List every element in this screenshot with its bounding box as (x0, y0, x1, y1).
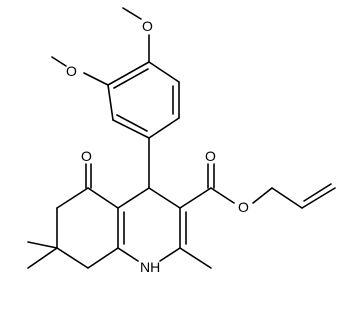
bond-me-o-left (51, 56, 67, 67)
bond-c5-c6 (56, 187, 89, 209)
bond-ch-ch2-inner (303, 183, 332, 202)
bond-ar-3 (148, 117, 180, 139)
bond-o-ch2 (252, 187, 273, 204)
bond-c7-me1 (27, 241, 58, 249)
bond-ccarb-o-single (210, 187, 235, 204)
bond-ar-5 (107, 84, 114, 121)
bond-c3-ccarb (179, 187, 212, 209)
atom-o-ester-carbonyl: O (205, 148, 216, 164)
bond-ar-4 (112, 119, 150, 139)
bond-ch2-ch (271, 187, 303, 209)
bond-c4-c3 (148, 187, 181, 209)
atom-o-ester-single: O (238, 199, 249, 215)
bond-ch-ch2 (301, 187, 336, 209)
bond-c8-c8a (87, 247, 119, 269)
bond-c2-me (179, 247, 212, 269)
bond-me-o-top (122, 7, 142, 20)
bond-ar-1 (148, 61, 180, 83)
bond-ar-6 (107, 61, 150, 86)
bond-o-left-ring (83, 72, 109, 86)
atom-o-methoxy-left: O (66, 63, 77, 79)
bond-c4-c4a (117, 187, 150, 209)
atom-nh: NH (140, 259, 160, 275)
bond-c7-me2 (27, 247, 58, 269)
atom-o-methoxy-top: O (142, 18, 153, 34)
bond-ar-6-inner (113, 68, 149, 89)
bond-ar-4-inner (116, 114, 148, 132)
atom-o-ketone: O (81, 148, 92, 164)
bond-c7-c8 (56, 247, 89, 269)
bond-c4a-c5 (87, 187, 119, 209)
bond-n-c8a (117, 247, 139, 262)
bond-c2-n (159, 247, 181, 262)
